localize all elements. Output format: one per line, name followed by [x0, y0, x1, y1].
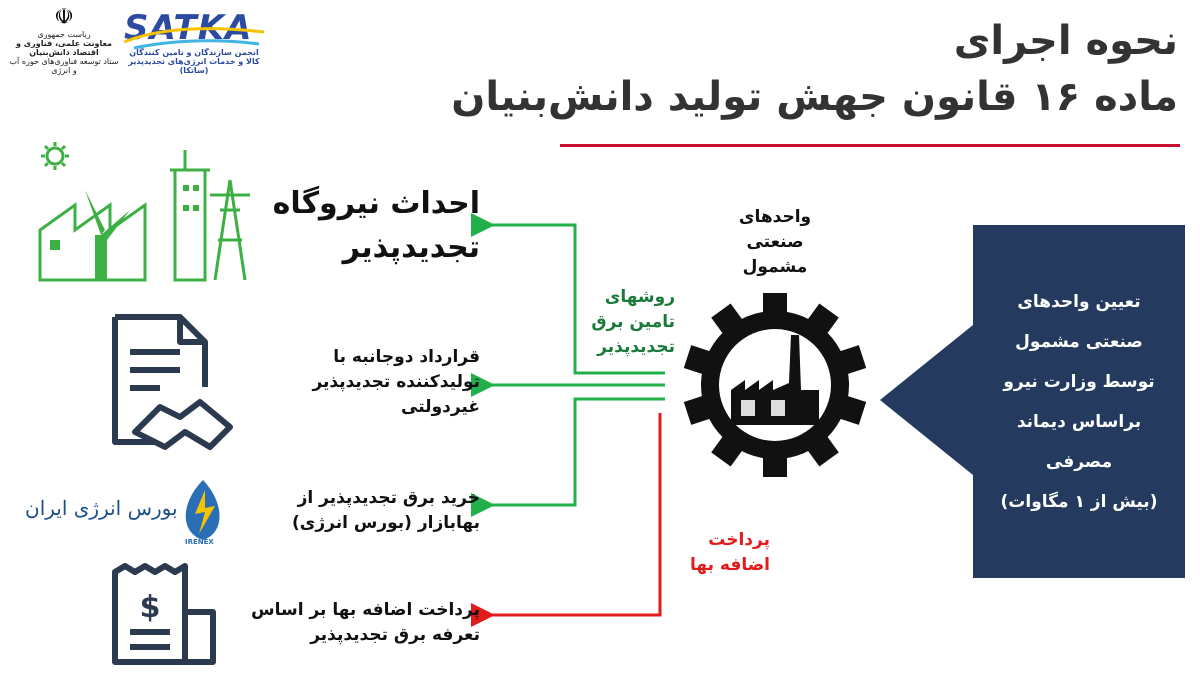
box-line: مصرفی [1045, 451, 1113, 472]
green-methods-label: روشهای تامین برق تجدیدپذیر [580, 285, 675, 360]
center-label-line: واحدهای [738, 207, 812, 227]
satka-wave-icon [124, 27, 264, 50]
box-line: (بیش از ۱ مگاوات) [1000, 491, 1158, 512]
page-title-line1: نحوه اجرای [953, 18, 1178, 64]
option-surcharge-payment: پرداخت اضافه بها بر اساس تعرفه برق تجدید… [220, 598, 480, 648]
irenex-text: بورس انرژی ایران [25, 496, 178, 520]
red-connector [471, 413, 662, 627]
invoice-dollar-icon: $ [112, 563, 216, 665]
svg-text:$: $ [140, 590, 161, 625]
green-label-line: تجدیدپذیر [597, 337, 675, 357]
box-line: توسط وزارت نیرو [1003, 371, 1155, 392]
gov-logo-line: معاونت علمی، فناوری و اقتصاد دانش‌بنیان [16, 39, 112, 57]
green-label-line: تامین برق [591, 312, 675, 332]
center-label-line: مشمول [742, 257, 808, 277]
emblem-icon: ☫ [54, 5, 74, 30]
title-divider [560, 144, 1180, 147]
option-line: غیردولتی [401, 397, 480, 417]
satka-logo: SATKA انجمن سازندگان و تامین کنندگان کال… [124, 8, 264, 80]
irenex-logo: بورس انرژی ایران IRENEX [25, 478, 230, 548]
page-title-line2: ماده ۱۶ قانون جهش تولید دانش‌بنیان [451, 74, 1178, 120]
red-label-line: اضافه بها [690, 555, 770, 575]
option-line: تعرفه برق تجدیدپذیر [310, 625, 480, 645]
gov-logo: ☫ ریاست جمهوری معاونت علمی، فناوری و اقت… [8, 6, 120, 86]
red-payment-label: پرداخت اضافه بها [670, 528, 770, 578]
factory-gear-icon [683, 293, 867, 477]
contract-handshake-icon [112, 314, 233, 450]
left-pointer-arrow [880, 325, 973, 475]
irenex-flame-icon [185, 480, 220, 540]
gov-logo-line: ریاست جمهوری [37, 30, 91, 39]
irenex-brand: IRENEX [185, 538, 214, 546]
box-line: براساس دیماند [1016, 411, 1142, 432]
determination-box: تعیین واحدهای صنعتی مشمول توسط وزارت نیر… [973, 225, 1185, 578]
option-line: تولیدکننده تجدیدپذیر [312, 372, 480, 392]
green-connector [471, 213, 665, 517]
option-line: بهابازار (بورس انرژی) [292, 513, 480, 533]
option-line: تجدیدپذیر [342, 230, 480, 265]
center-label-line: صنعتی [746, 232, 804, 252]
option-line: احداث نیروگاه [272, 186, 480, 221]
gov-logo-line: ستاد توسعه فناوری‌های حوزه آب و انرژی [9, 57, 119, 75]
red-label-line: پرداخت [708, 530, 770, 550]
green-label-line: روشهای [604, 287, 675, 307]
option-line: پرداخت اضافه بها بر اساس [251, 600, 480, 620]
option-energy-exchange: خرید برق تجدیدپذیر از بهابازار (بورس انر… [240, 486, 480, 536]
renewable-plant-icon [38, 142, 250, 282]
center-label: واحدهای صنعتی مشمول [715, 205, 835, 280]
box-line: صنعتی مشمول [1015, 331, 1143, 352]
satka-line: کالا و خدمات انرژی‌های تجدیدپذیر (ساتکا) [128, 57, 260, 75]
satka-line: انجمن سازندگان و تامین کنندگان [129, 48, 259, 57]
option-build-plant: احداث نیروگاه تجدیدپذیر [260, 182, 480, 270]
option-line: خرید برق تجدیدپذیر از [297, 488, 480, 508]
box-line: تعیین واحدهای [1017, 291, 1141, 312]
option-bilateral-contract: قرارداد دوجانبه با تولیدکننده تجدیدپذیر … [240, 345, 480, 420]
option-line: قرارداد دوجانبه با [333, 347, 480, 367]
